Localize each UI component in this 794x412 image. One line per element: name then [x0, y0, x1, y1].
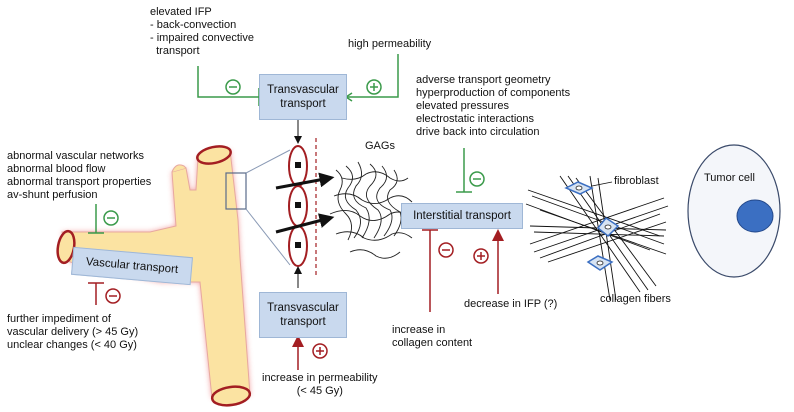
collagen-fibers-label: collagen fibers — [600, 293, 671, 305]
high-permeability-label: high permeability — [348, 38, 432, 50]
tumor-nucleus — [736, 199, 774, 233]
collagen-fibers — [525, 175, 669, 301]
vessel-opening-top — [196, 145, 232, 165]
endothelial-cells — [288, 138, 317, 276]
interstitial-notes: adverse transport geometry hyperproducti… — [416, 74, 571, 138]
collagen-increase-label: increase in collagen content — [392, 324, 473, 349]
promote-ifp — [473, 229, 504, 294]
vascular-notes: abnormal vascular networks abnormal bloo… — [7, 150, 152, 201]
transvascular-bottom-box: Transvascular transport — [259, 292, 347, 338]
inhibit-collagen — [422, 229, 454, 312]
promote-permeability — [292, 335, 328, 370]
interstitial-box: Interstitial transport — [401, 203, 523, 229]
gags-label: GAGs — [365, 140, 395, 152]
tumor-cell-label: Tumor cell — [704, 172, 755, 184]
inhibit-top-left — [197, 66, 260, 106]
fibroblast-label: fibroblast — [614, 175, 659, 187]
ifp-notes: elevated IFP - back-convection - impaire… — [150, 6, 254, 57]
inhibit-vascular-red — [88, 282, 121, 305]
zoom-callout — [225, 149, 291, 266]
vascular-bottom-notes: further impediment of vascular delivery … — [7, 313, 139, 351]
transvascular-top-box: Transvascular transport — [259, 74, 347, 120]
inhibit-vascular — [88, 204, 119, 234]
inhibit-interstitial — [456, 148, 485, 193]
ifp-decrease-label: decrease in IFP (?) — [464, 298, 558, 310]
permeability-increase-label: increase in permeability (< 45 Gy) — [262, 372, 378, 397]
tumor-cell — [687, 144, 781, 278]
promote-top-right — [345, 54, 399, 102]
gags-mesh — [329, 161, 415, 259]
vessel-opening-bottom — [210, 385, 252, 407]
fibroblast-cells — [564, 181, 620, 271]
